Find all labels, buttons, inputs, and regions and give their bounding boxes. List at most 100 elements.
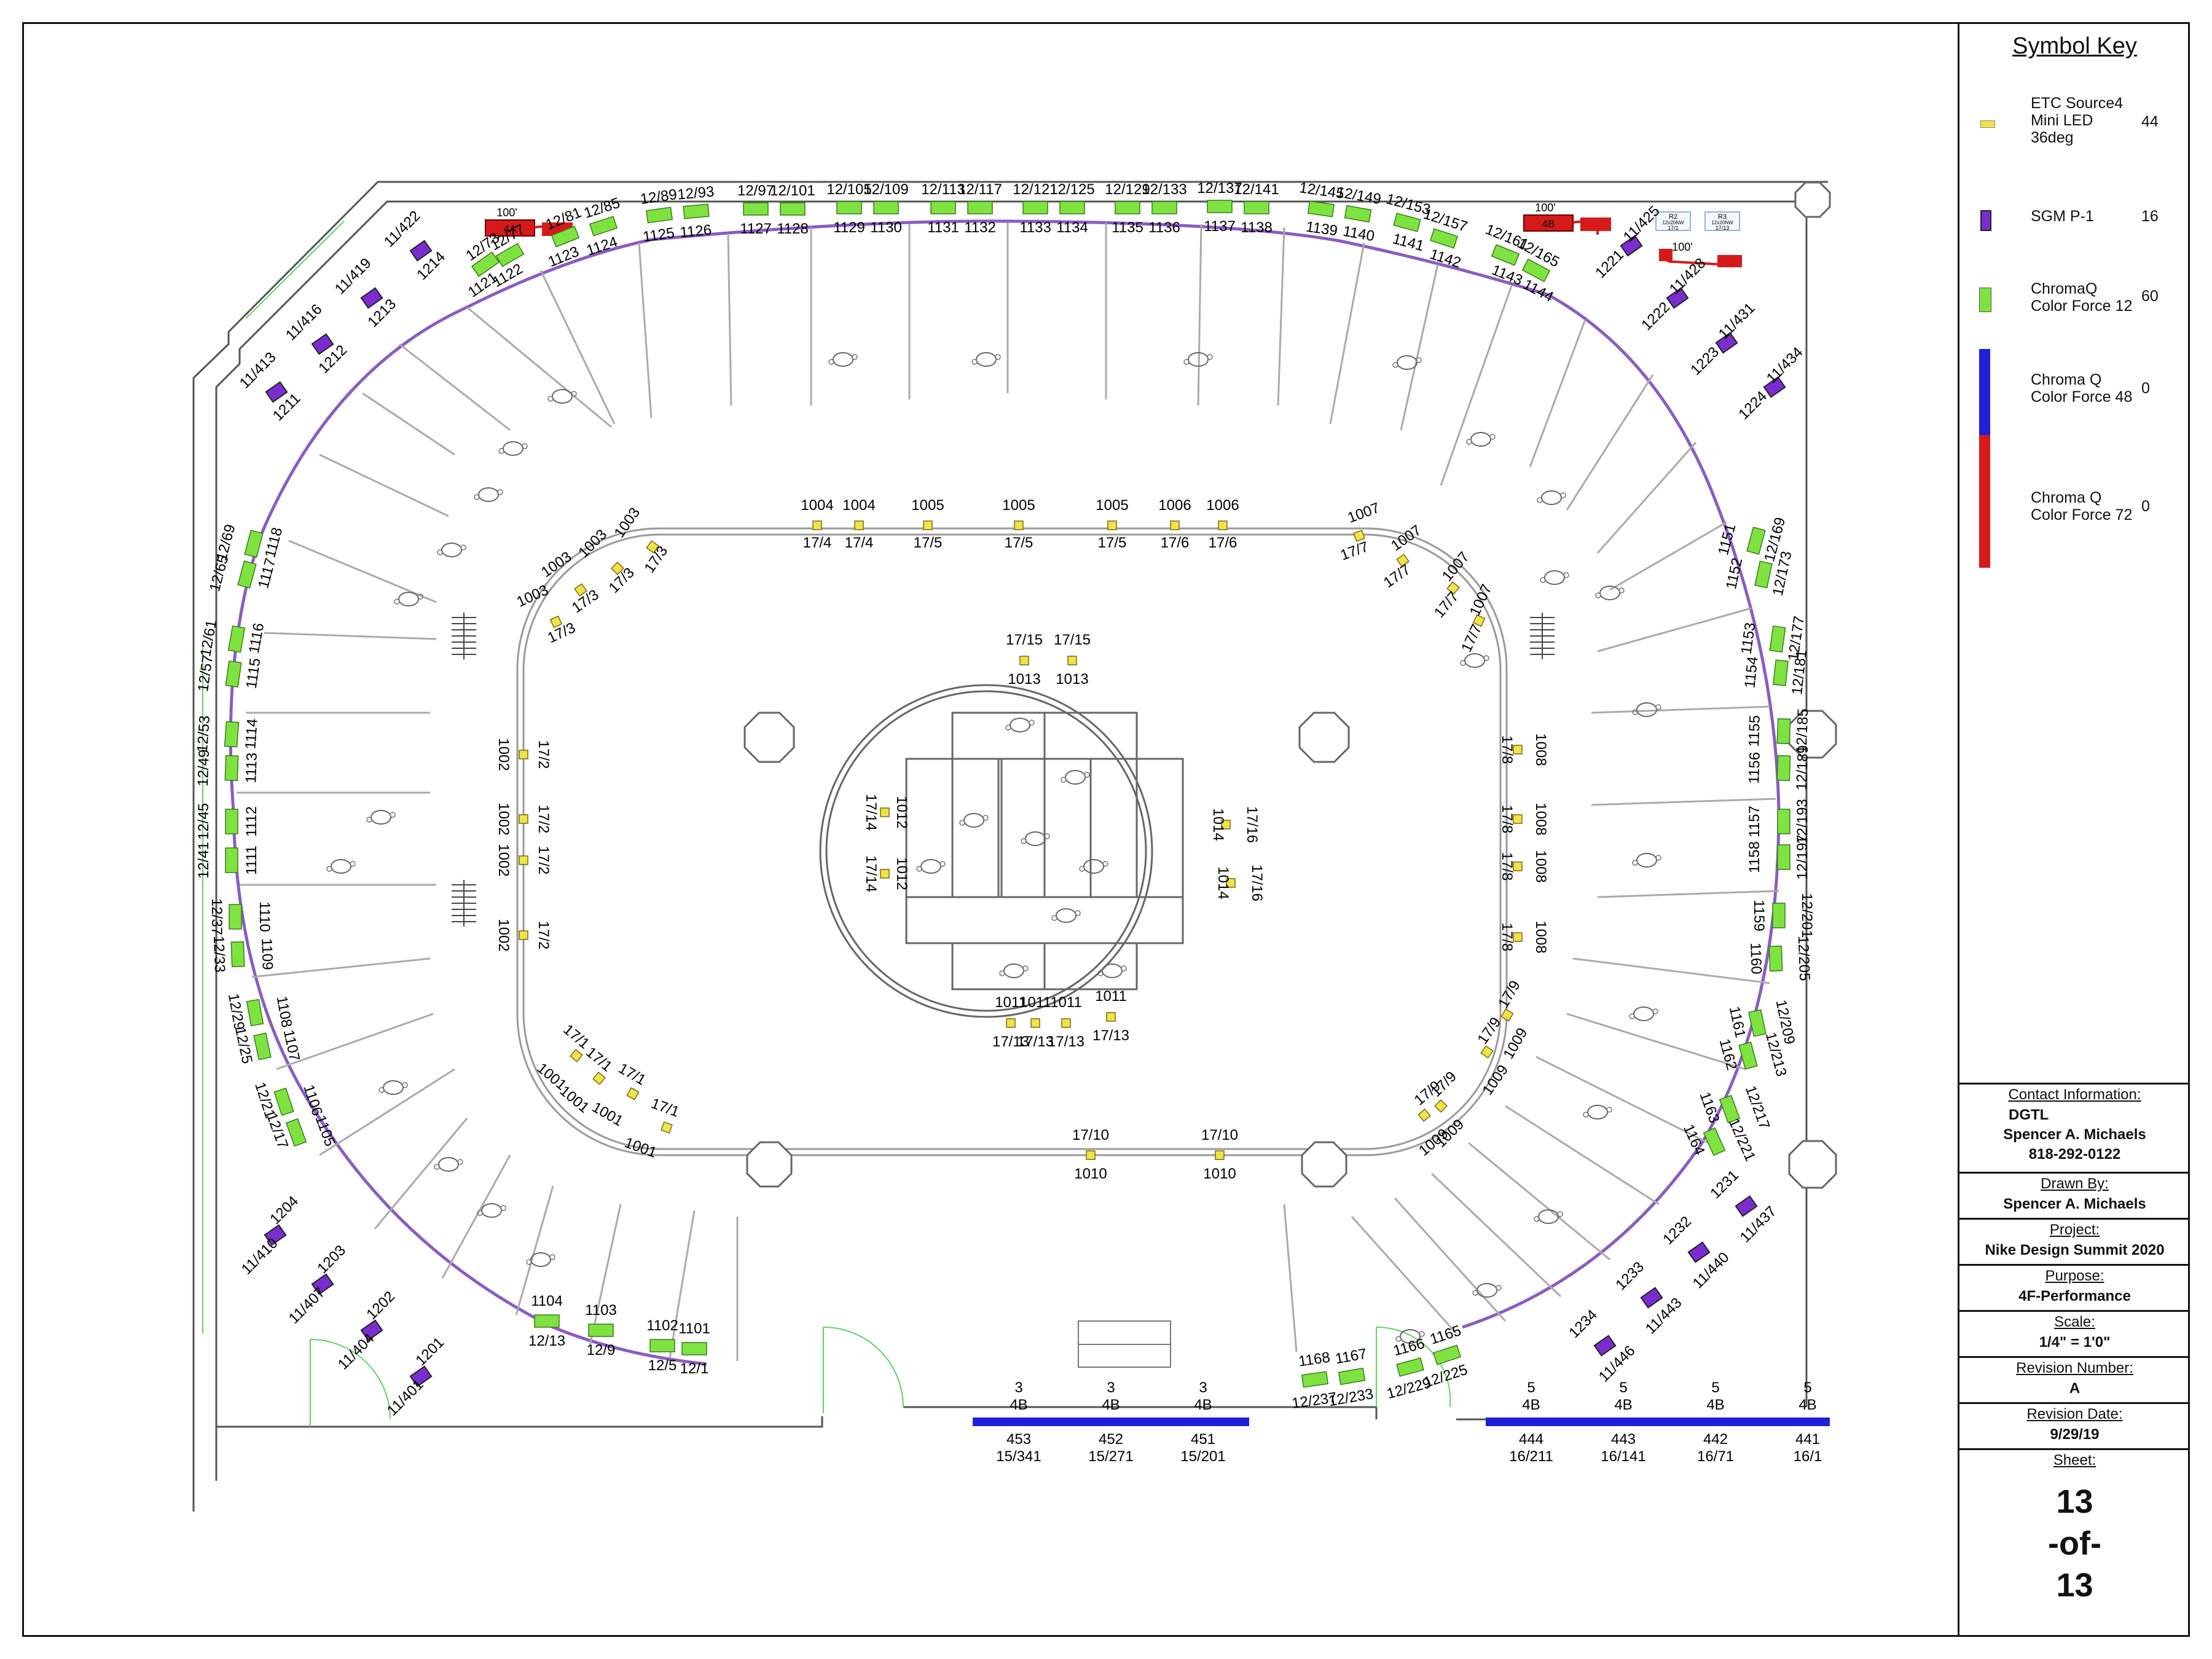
fixture-address: 12/57 bbox=[195, 654, 216, 692]
fixture-address: 17/4 bbox=[845, 535, 874, 551]
fixture-channel: 1012 bbox=[893, 796, 910, 828]
fixture-channel: 1127 bbox=[740, 221, 772, 237]
fixture-address: 17/7 bbox=[1431, 589, 1462, 621]
fixture-address: 12/37 bbox=[208, 898, 225, 935]
fixture-address: 17/2 bbox=[535, 921, 552, 950]
stair-unit bbox=[452, 613, 476, 659]
fixture-channel: 1002 bbox=[495, 738, 512, 771]
hanging-pipe bbox=[1529, 319, 1586, 468]
sheet-number: 13 bbox=[2056, 1483, 2093, 1520]
fixture-address: 17/2 bbox=[535, 740, 552, 769]
unit-box: 4B bbox=[1194, 1397, 1212, 1413]
fixture-address: 12/85 bbox=[582, 195, 622, 222]
mini-led-fixture: 1007 17/7 bbox=[1431, 549, 1473, 621]
fixture-channel: 1005 bbox=[1002, 497, 1035, 514]
fixture-address: 17/13 bbox=[1017, 1033, 1054, 1050]
stage-deck bbox=[905, 758, 1003, 898]
key-label: ETC Source4 Mini LED 36deg bbox=[2031, 95, 2124, 146]
fixture-channel: 1007 bbox=[1439, 549, 1473, 584]
table-icon bbox=[1051, 908, 1081, 923]
cable-length-label: 100' bbox=[1672, 241, 1692, 253]
table-icon bbox=[999, 963, 1029, 978]
project-block: Project: Nike Design Summit 2020 bbox=[1959, 1218, 2190, 1264]
fixture-address: 12/225 bbox=[1422, 1362, 1470, 1391]
hanging-pipe bbox=[466, 306, 612, 428]
fixture-channel: 1224 bbox=[1735, 388, 1770, 423]
fixture-channel: 1222 bbox=[1638, 299, 1673, 334]
fixture-channel: 1002 bbox=[495, 919, 512, 951]
radial-pipes bbox=[237, 222, 1779, 1361]
fixture-address: 12/205 bbox=[1795, 936, 1813, 981]
fixture-address: 12/157 bbox=[1421, 206, 1469, 235]
fixture-channel: 1101 bbox=[678, 1320, 710, 1337]
unit-box: 4B bbox=[1706, 1397, 1724, 1413]
hanging-pipe bbox=[1430, 1172, 1562, 1298]
unit-box: 4B bbox=[1522, 1397, 1540, 1413]
fixture-channel: 1129 bbox=[833, 219, 865, 236]
unit-address: 15/341 bbox=[996, 1448, 1041, 1465]
fixture-address: 12/133 bbox=[1142, 181, 1186, 198]
fixture-address: 17/10 bbox=[1072, 1127, 1109, 1143]
fixture-channel: 1011 bbox=[1019, 994, 1051, 1011]
fixture-channel: 1233 bbox=[1612, 1258, 1647, 1293]
fixture-address: 12/189 bbox=[1794, 745, 1812, 791]
fixture-channel: 1009 bbox=[1479, 1062, 1512, 1098]
sheet-total: 13 bbox=[2056, 1567, 2093, 1604]
fixture-address: 12/121 bbox=[1013, 181, 1057, 198]
door-swings bbox=[202, 221, 1451, 1427]
fixture-address: 17/6 bbox=[1209, 535, 1237, 551]
hanging-pipe bbox=[441, 1155, 511, 1279]
purpose-value: 4F-Performance bbox=[2018, 1288, 2131, 1304]
pillar bbox=[743, 712, 795, 763]
stair-unit bbox=[452, 880, 476, 927]
fixture-channel: 1014 bbox=[1215, 866, 1231, 899]
connector bbox=[1580, 218, 1611, 231]
title-block: Contact Information: DGTL Spencer A. Mic… bbox=[1959, 1083, 2190, 1622]
dimmer-tag-bottom: 17/13 bbox=[1716, 225, 1730, 231]
unit-address: 16/141 bbox=[1601, 1448, 1645, 1465]
fixture-channel: 1104 bbox=[531, 1293, 563, 1309]
fixture-channel: 1008 bbox=[1532, 920, 1549, 953]
fixture-address: 12/129 bbox=[1105, 181, 1150, 198]
table-icon bbox=[378, 1080, 408, 1095]
key-count: 16 bbox=[2141, 208, 2159, 225]
fixture-channel: 1113 bbox=[243, 752, 261, 783]
hanging-pipe bbox=[1591, 798, 1776, 806]
hanging-pipe bbox=[1440, 285, 1513, 486]
color-force-48-bar bbox=[973, 1418, 1249, 1426]
table-icon bbox=[498, 441, 528, 456]
fixture-address: 17/6 bbox=[1161, 535, 1190, 551]
unit-address: 16/71 bbox=[1697, 1448, 1734, 1465]
fixture-channel: 1112 bbox=[243, 806, 260, 837]
fixture-channel: 1010 bbox=[1203, 1166, 1236, 1182]
hanging-pipe bbox=[288, 539, 437, 603]
fixture-address: 11/404 bbox=[335, 1330, 378, 1373]
hanging-pipe bbox=[1597, 607, 1752, 653]
fixture-channel: 1118 bbox=[262, 525, 286, 559]
table-icon bbox=[477, 1203, 506, 1218]
table-icon bbox=[1583, 1105, 1612, 1120]
fixture-address: 12/49 bbox=[195, 749, 213, 786]
fixture-channel: 1125 bbox=[642, 225, 676, 246]
lighting-plot: 100'4A100'4B100'R212x20NW17/1R312x20NW17… bbox=[192, 179, 1837, 1512]
fixture-channel: 1135 bbox=[1112, 219, 1143, 236]
table-icon bbox=[1395, 1329, 1425, 1344]
fixture-address: 12/9 bbox=[587, 1342, 616, 1359]
